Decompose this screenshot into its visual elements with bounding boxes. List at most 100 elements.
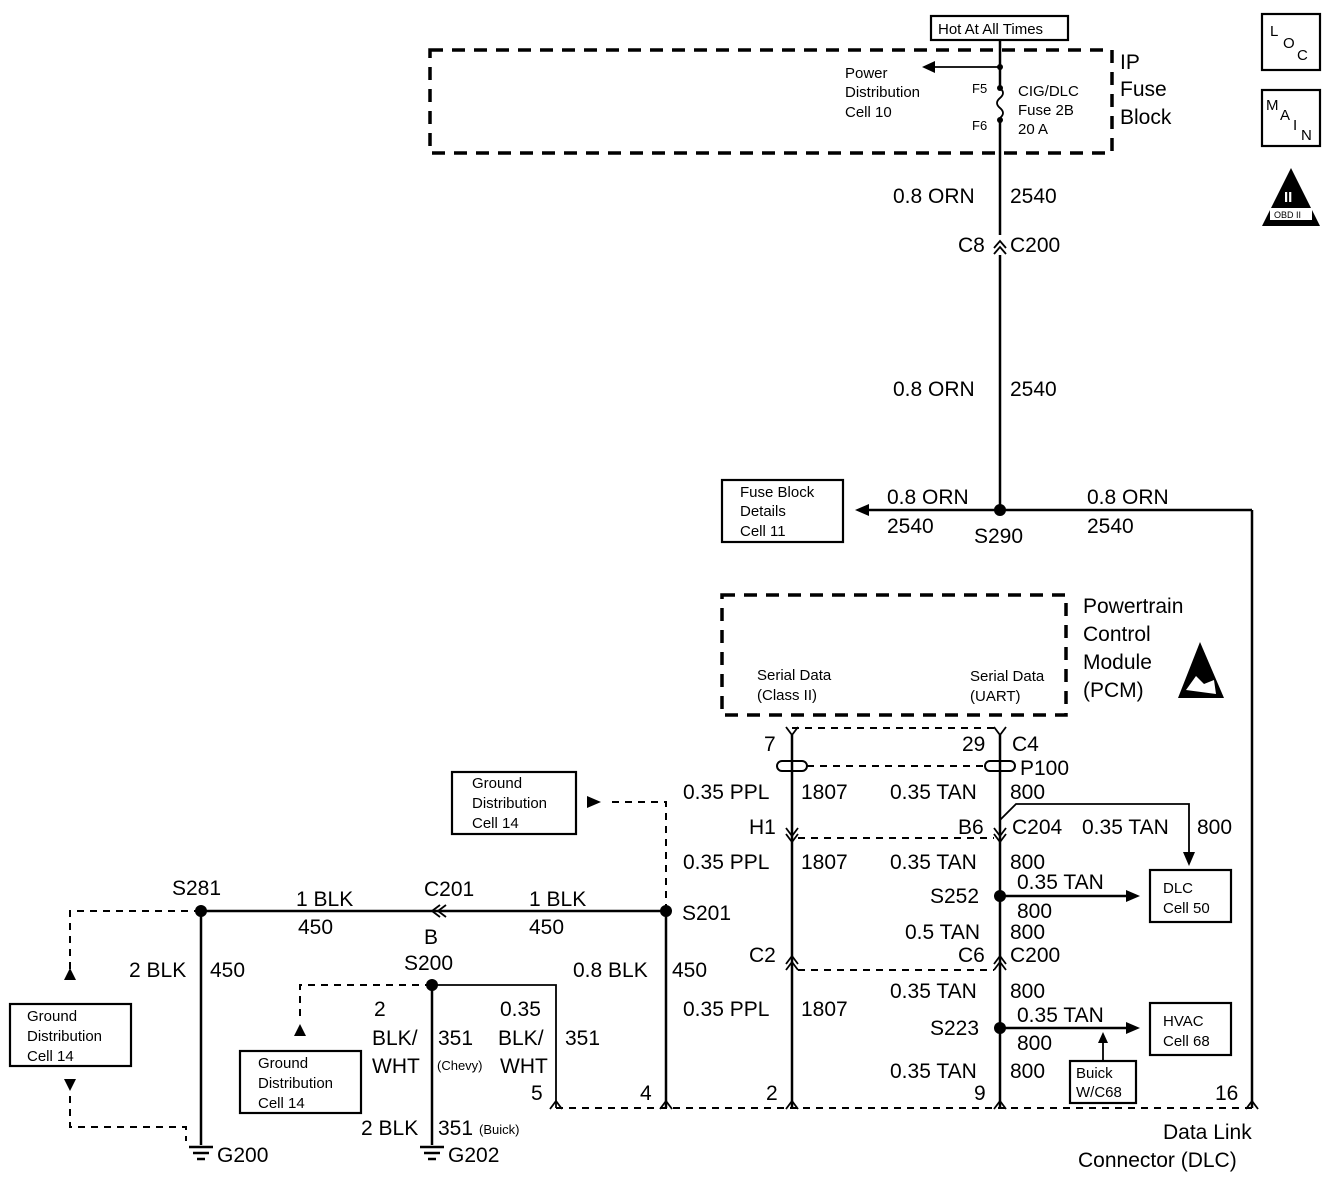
wire-circuit-800-5: 800 (1010, 1060, 1045, 1083)
wire-color-blk-right: 1 BLK (529, 888, 586, 911)
splice-s223-label: S223 (930, 1017, 979, 1040)
wire-color-tan-2: 0.35 TAN (890, 851, 977, 874)
svg-text:Cell 68: Cell 68 (1163, 1033, 1210, 1050)
svg-text:Fuse Block: Fuse Block (740, 484, 815, 501)
wire-circuit-800-dlc: 800 (1017, 900, 1052, 923)
dlc-pin-9: 9 (974, 1082, 986, 1105)
wire-circuit-450-left: 450 (298, 916, 333, 939)
serial-uart-label-2: (UART) (970, 688, 1021, 705)
wire-circuit-351-buick: 351 (438, 1117, 473, 1140)
wire-circuit-800-4: 800 (1010, 980, 1045, 1003)
svg-text:Ground: Ground (27, 1008, 77, 1025)
pin-7: 7 (764, 733, 776, 756)
arrow-left-icon (922, 61, 935, 73)
svg-text:M: M (1266, 97, 1279, 114)
fuse-label-2: Fuse 2B (1018, 102, 1074, 119)
wire-circuit-800-hvac: 800 (1017, 1032, 1052, 1055)
buick-w-c68-note: Buick W/C68 (1068, 1032, 1138, 1105)
wire-circuit-351-small: 351 (565, 1027, 600, 1050)
pin-f6: F6 (972, 118, 987, 133)
wire-color-chevy-2: BLK/ (372, 1027, 418, 1050)
esd-warning-icon (1178, 642, 1224, 698)
arrow-left-icon (855, 504, 869, 516)
connector-symbol-b6 (993, 827, 1007, 844)
wire-color-chevy-3: WHT (372, 1055, 420, 1078)
wire-circuit-351-chevy: 351 (438, 1027, 473, 1050)
svg-text:Cell 50: Cell 50 (1163, 900, 1210, 917)
ground-distribution-left-box[interactable]: Ground Distribution Cell 14 (8, 1002, 133, 1068)
wire-color-small-1: 0.35 (500, 998, 541, 1021)
ground-g202-label: G202 (448, 1144, 499, 1167)
connector-b6: B6 (958, 816, 984, 839)
svg-text:Distribution: Distribution (472, 795, 547, 812)
loc-icon[interactable]: L O C (1260, 12, 1322, 72)
svg-text:Buick: Buick (1076, 1065, 1113, 1082)
pin-29: 29 (962, 733, 985, 756)
svg-text:W/C68: W/C68 (1076, 1084, 1122, 1101)
dlc-pin-4: 4 (640, 1082, 652, 1105)
connector-symbol-h1 (785, 827, 799, 844)
wire-circuit-1807-2: 1807 (801, 851, 848, 874)
svg-text:I: I (1293, 117, 1297, 134)
main-icon[interactable]: M A I N (1260, 88, 1322, 148)
arrow-right-icon (587, 796, 601, 808)
ground-g200-icon (189, 1145, 213, 1161)
wire-color-buick: 2 BLK (361, 1117, 418, 1140)
p100-connector-right (984, 760, 1016, 772)
connector-c6: C6 (958, 944, 985, 967)
wire-color-tan-5: 0.35 TAN (890, 1060, 977, 1083)
dlc-cell-50-box[interactable]: DLC Cell 50 (1148, 868, 1233, 924)
arrow-down-icon (1183, 852, 1195, 866)
wire-circuit-800-2: 800 (1010, 851, 1045, 874)
ip-fuse-block-outline (428, 48, 1114, 155)
connector-c4: C4 (1012, 733, 1039, 756)
wire-color-blk-left: 1 BLK (296, 888, 353, 911)
connector-symbol-c201 (430, 904, 447, 918)
svg-text:C: C (1297, 47, 1308, 64)
fuse-block-details-box[interactable]: Fuse Block Details Cell 11 (720, 478, 845, 544)
fuse-block-title-1: IP (1120, 51, 1140, 74)
fuse-label-3: 20 A (1018, 121, 1048, 138)
connector-symbol-c2 (785, 954, 799, 971)
power-dist-label-3: Cell 10 (845, 104, 892, 121)
wire-color-orn-1: 0.8 ORN (893, 185, 975, 208)
dlc-pin-5: 5 (531, 1082, 543, 1105)
dlc-pin-2: 2 (766, 1082, 778, 1105)
svg-text:DLC: DLC (1163, 880, 1193, 897)
wire-color-orn-left: 0.8 ORN (887, 486, 969, 509)
wire-color-orn-2: 0.8 ORN (893, 378, 975, 401)
svg-text:Distribution: Distribution (27, 1028, 102, 1045)
svg-text:Distribution: Distribution (258, 1075, 333, 1092)
connector-c200-bottom: C200 (1010, 944, 1060, 967)
connector-c200-top: C200 (1010, 234, 1060, 257)
hvac-cell-68-box[interactable]: HVAC Cell 68 (1148, 1001, 1233, 1057)
svg-text:Cell 11: Cell 11 (740, 523, 786, 540)
wire-color-ppl-2: 0.35 PPL (683, 851, 769, 874)
wire-color-ppl-1: 0.35 PPL (683, 781, 769, 804)
wire-color-blk-s201: 0.8 BLK (573, 959, 648, 982)
svg-text:Cell 14: Cell 14 (27, 1048, 74, 1065)
pcm-title-4: (PCM) (1083, 679, 1144, 702)
svg-text:A: A (1280, 107, 1290, 124)
wire-color-chevy-1: 2 (374, 998, 386, 1021)
fuse-label-1: CIG/DLC (1018, 83, 1079, 100)
wire-color-tan-3: 0.5 TAN (905, 921, 980, 944)
obd-ii-icon[interactable]: II OBD II (1262, 168, 1320, 226)
wire-color-ppl-3: 0.35 PPL (683, 998, 769, 1021)
buick-note: (Buick) (479, 1122, 519, 1137)
wire-circuit-450-s201: 450 (672, 959, 707, 982)
ground-g200-label: G200 (217, 1144, 268, 1167)
splice-s281-label: S281 (172, 877, 221, 900)
serial-class2-label-2: (Class II) (757, 687, 817, 704)
splice-s200-label: S200 (404, 952, 453, 975)
ground-distribution-mid-box[interactable]: Ground Distribution Cell 14 (238, 1049, 363, 1115)
wire-circuit-2540-left: 2540 (887, 515, 934, 538)
ground-distribution-top-box[interactable]: Ground Distribution Cell 14 (450, 770, 578, 836)
connector-c2: C2 (749, 944, 776, 967)
arrow-right-icon (1126, 890, 1140, 902)
connector-p100: P100 (1020, 757, 1069, 780)
connector-h1: H1 (749, 816, 776, 839)
svg-text:OBD II: OBD II (1274, 210, 1301, 220)
wire-circuit-450-s281: 450 (210, 959, 245, 982)
connector-c201: C201 (424, 878, 474, 901)
